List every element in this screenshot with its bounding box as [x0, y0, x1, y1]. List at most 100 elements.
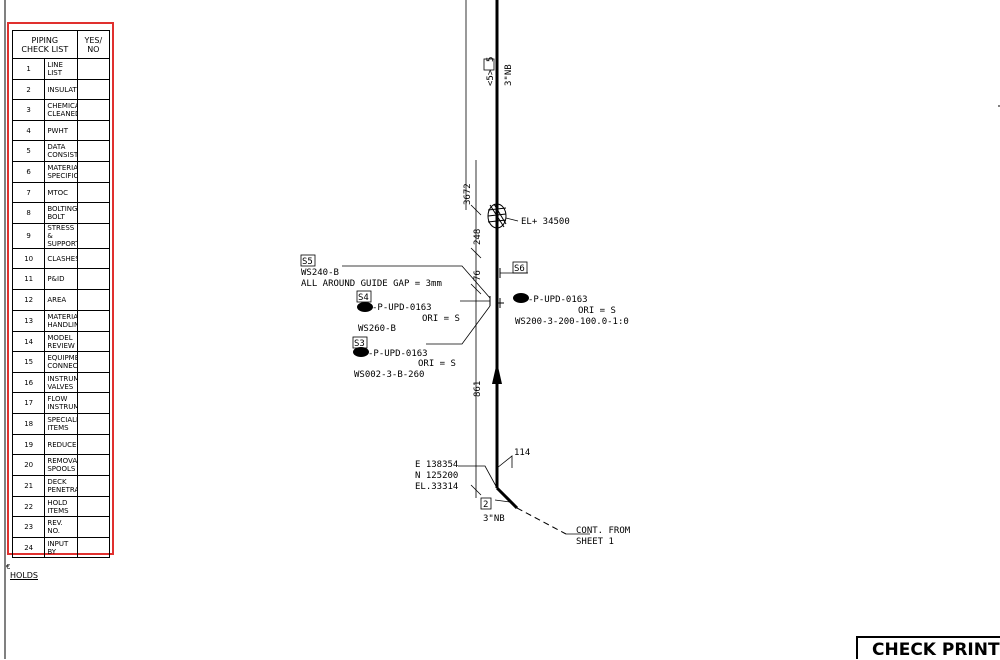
holds-label: HOLDS: [10, 571, 39, 580]
support-s3-leader: [426, 305, 491, 345]
check-list-row-item-line2: VALVES: [47, 382, 74, 391]
dim-248: 248: [473, 229, 483, 245]
check-list-row-item-line2: CLEANED: [47, 110, 78, 118]
check-list-row-item-line1: INPUT BY: [47, 539, 69, 556]
check-list-row-item-line2: SPOOLS: [47, 465, 76, 473]
check-list-row-yes-no-cell[interactable]: [76, 223, 111, 249]
check-list-row-item-line1: HOLD ITEMS: [47, 498, 69, 515]
check-list-row-item: CHEMICALLYCLEANED: [44, 99, 78, 121]
support-s3-ori: ORI = S: [418, 359, 456, 369]
support-tag-box-s4: [356, 290, 372, 303]
check-list-row-item-line1: P&ID: [47, 275, 65, 283]
check-list-row-item-line1: INSULATIONS: [47, 85, 77, 94]
check-list-row-item-line1: PWHT: [47, 126, 69, 135]
check-list-row: 6MATERIALSPECIFICATION: [11, 161, 111, 183]
pipe-elbow: [495, 486, 519, 510]
support-s4-code: WS260-B: [358, 324, 396, 334]
support-s3-code: WS002-3-B-260: [354, 370, 424, 380]
continuation-line1: CONT. FROM: [576, 526, 631, 536]
coord-east: E 138354: [415, 460, 458, 470]
coord-leader: [458, 465, 498, 489]
redaction-mark-icon: [513, 293, 529, 303]
redaction-mark-icon: [357, 302, 373, 312]
coord-north: N 125200: [415, 471, 458, 481]
check-list-row-item-line2: INSTRUMENTS: [47, 403, 76, 411]
support-s6-part: -P-UPD-0163: [528, 295, 588, 305]
yes-no-header-line1: YES/: [84, 35, 103, 45]
check-list-row-item-line1: MODEL REVIEW: [47, 333, 75, 350]
check-list-row-item: DECKPENETRATION: [44, 475, 78, 497]
check-list-row-item: INPUT BY: [44, 537, 78, 558]
coord-elevation: EL.33314: [415, 482, 458, 492]
pipe-size-top: 3"NB: [504, 64, 514, 86]
check-list-row-item-line1: REDUCERS: [47, 440, 77, 449]
pipe-tag-2-leader: [494, 499, 511, 503]
continuation-line2: SHEET 1: [576, 537, 614, 547]
support-tag-box-s5: [300, 254, 316, 267]
support-s6-code: WS200-3-200-100.0-1:0: [515, 317, 629, 327]
check-list-row-item-line1: LINE LIST: [47, 61, 63, 77]
check-list-row-item-line2: SUPPORTS: [47, 240, 76, 248]
check-list-row-item-line2: ITEMS: [47, 424, 69, 432]
check-list-row-item-line2: BOLT: [47, 213, 65, 221]
check-list-row-item-line1: BOLTING/: [47, 205, 78, 213]
check-list-row-item-line2: SPECIFICATION: [47, 172, 76, 180]
check-print-stamp: CHECK PRINT: [856, 636, 1000, 660]
check-list-row-yes-no-cell[interactable]: [76, 537, 111, 558]
check-list-row-item-line2: PENETRATION: [47, 486, 76, 494]
check-list-row-item-line2: CONNECTIONS: [47, 362, 78, 370]
dim-114: 114: [514, 448, 530, 458]
flow-arrow-icon: [492, 362, 502, 384]
dimension-tick: [470, 247, 482, 259]
yes-no-header-line2: NO: [87, 44, 100, 54]
check-list-row-number: 9: [11, 223, 46, 249]
support-tag-s6: S6: [514, 264, 525, 274]
support-tag-s3: S3: [354, 339, 365, 349]
check-list-row-item-line1: INSTRUMENT: [47, 374, 76, 383]
dim-861: 861: [473, 381, 483, 397]
check-list-row: 16INSTRUMENTVALVES: [11, 372, 111, 393]
check-list-title-line2: CHECK LIST: [21, 44, 69, 54]
dimension-tick: [470, 204, 482, 216]
check-list-row-item-line1: EQUIPMENT: [47, 354, 76, 362]
support-tag-s5: S5: [302, 257, 313, 267]
redaction-mark-icon: [353, 347, 369, 357]
check-list-row-item: EQUIPMENTCONNECTIONS: [44, 351, 78, 373]
support-s3-part: -P-UPD-0163: [368, 349, 428, 359]
check-list-row: 20REMOVABLESPOOLS: [11, 454, 111, 476]
check-list-row-item-line1: AREA: [47, 296, 67, 304]
pipe-tag-box-2: [480, 497, 492, 510]
check-list-row-item-line1: MATERIAL: [47, 164, 76, 172]
check-list-title-line1: PIPING: [31, 35, 59, 45]
yes-no-header: YES/NO: [76, 30, 111, 59]
dim-3672: 3672: [463, 183, 473, 205]
left-edge-mark: €: [6, 563, 11, 571]
check-list-row-item-line1: DATA: [47, 143, 66, 151]
check-list-row: 19REDUCERS: [11, 434, 111, 455]
support-s5-note: ALL AROUND GUIDE GAP = 3mm: [301, 279, 442, 289]
check-list-row-item-line2: HANDLING: [47, 321, 76, 329]
check-list-row-item: REDUCERS: [44, 434, 78, 455]
check-list-row-item-line1: REMOVABLE: [47, 457, 78, 465]
support-s5-leader: [342, 265, 491, 299]
pipe-spool-marker: <5>: [486, 69, 496, 86]
check-list-row-item-line1: MATERIAL: [47, 313, 76, 321]
check-list-row: 18SPECIALITYITEMS: [11, 413, 111, 435]
elevation-leader: [505, 217, 519, 222]
check-list-row-item-line1: SPECIALITY: [47, 416, 77, 424]
support-s4-ori: ORI = S: [422, 314, 460, 324]
